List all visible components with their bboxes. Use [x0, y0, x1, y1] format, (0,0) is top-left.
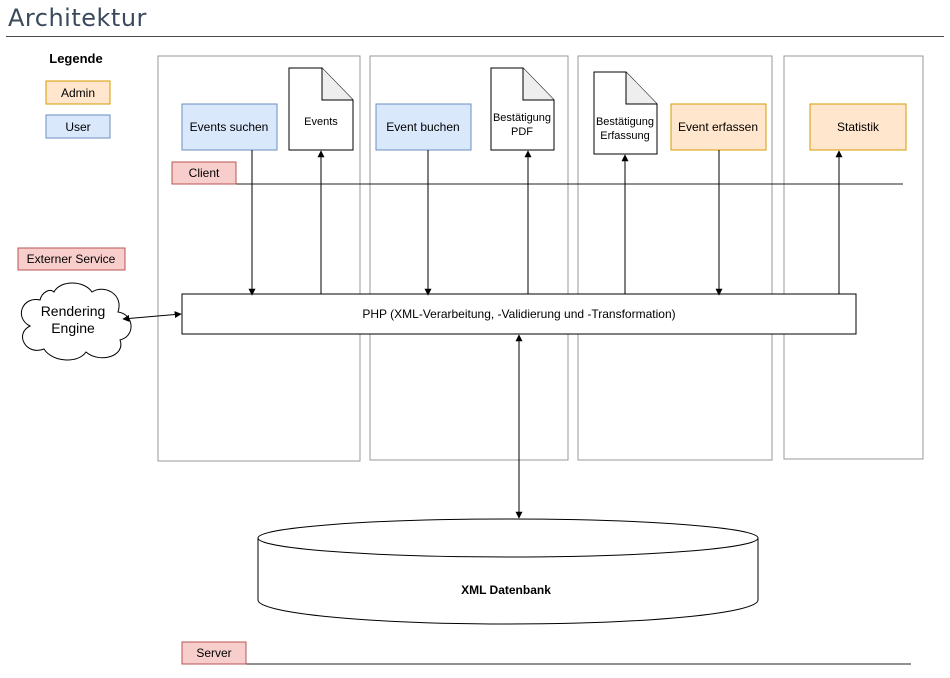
- legend-admin-label: Admin: [61, 86, 95, 100]
- rendering-engine-label-line2: Engine: [51, 320, 95, 336]
- column-search: [157, 55, 361, 462]
- bestaetigung-pdf-document-fold: [522, 68, 554, 101]
- events-document-fold: [321, 68, 353, 101]
- events-document-label: Events: [304, 116, 338, 128]
- event-buchen-label: Event buchen: [386, 120, 459, 134]
- column-statistics: [783, 55, 924, 460]
- legend-user-box: [45, 114, 111, 139]
- event-erfassen-label: Event erfassen: [678, 120, 758, 134]
- bestaetigung-erfassung-label-line1: Bestätigung: [596, 116, 654, 128]
- event-buchen-box: [375, 103, 472, 151]
- legend-user-label: User: [65, 120, 90, 134]
- database-label: XML Datenbank: [461, 583, 551, 597]
- events-suchen-label: Events suchen: [190, 120, 269, 134]
- client-label: Client: [189, 166, 220, 180]
- page-title: Architektur: [8, 4, 147, 32]
- bestaetigung-pdf-label-line1: Bestätigung: [493, 112, 551, 124]
- legend-admin-box: [45, 80, 111, 105]
- statistik-box: [809, 103, 907, 151]
- database-cylinder-top: [257, 518, 759, 558]
- bestaetigung-erfassung-document-fold: [625, 72, 657, 105]
- server-label: Server: [196, 646, 231, 660]
- column-admin-entry: [577, 55, 773, 461]
- event-erfassen-box: [670, 103, 767, 151]
- arrow-rendering-engine-php: [122, 311, 182, 322]
- legend-heading: Legende: [49, 51, 102, 66]
- client-tag: [171, 161, 237, 185]
- column-booking: [369, 55, 569, 461]
- events-document-shape: [288, 67, 354, 151]
- title-divider: [6, 36, 944, 37]
- externer-service-tag: [17, 247, 126, 271]
- rendering-engine-label-line1: Rendering: [41, 303, 106, 319]
- bestaetigung-erfassung-label-line2: Erfassung: [600, 130, 650, 142]
- externer-service-label: Externer Service: [27, 252, 116, 266]
- php-layer-box: [181, 293, 857, 335]
- statistik-label: Statistik: [837, 120, 880, 134]
- rendering-engine-cloud: [20, 282, 132, 361]
- database-cylinder-body: [257, 538, 759, 625]
- server-tag: [181, 641, 247, 665]
- php-layer-label: PHP (XML-Verarbeitung, -Validierung und …: [362, 307, 675, 321]
- events-suchen-box: [181, 103, 278, 151]
- bestaetigung-pdf-label-line2: PDF: [511, 126, 533, 138]
